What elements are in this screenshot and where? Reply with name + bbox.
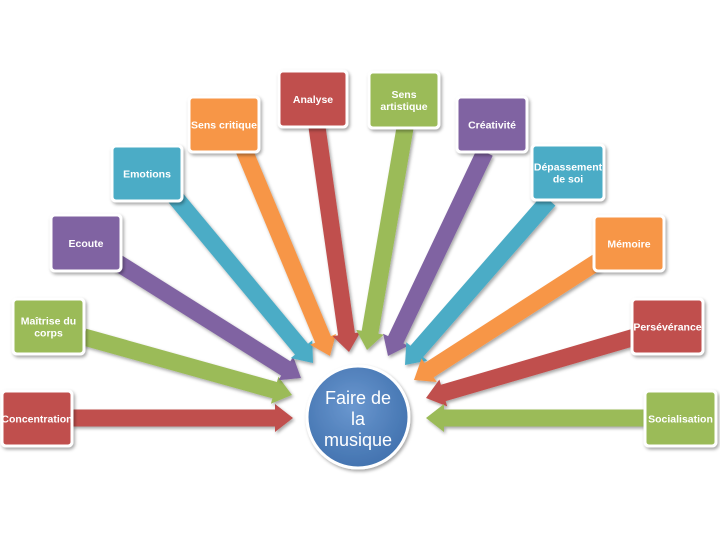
node-box-analyse — [277, 69, 349, 129]
node-box-creativite — [455, 95, 529, 154]
arrow-depassement-de-soi — [405, 194, 556, 365]
node-memoire: Mémoire — [592, 214, 666, 273]
node-label-perseverance-line-1: Persévérance — [633, 322, 701, 334]
node-analyse: Analyse — [277, 69, 349, 129]
node-box-socialisation — [643, 389, 718, 448]
arrow-creativite — [383, 148, 493, 356]
arrows-layer — [72, 125, 645, 432]
center-circle — [305, 364, 411, 470]
node-label-memoire-line-1: Mémoire — [607, 239, 650, 251]
arrow-analyse — [308, 125, 361, 352]
node-box-sens-critique — [187, 95, 261, 154]
arrow-maitrise-du-corps — [81, 328, 292, 404]
node-perseverance: Persévérance — [630, 297, 705, 356]
node-label-maitrise-du-corps-line-2: corps — [34, 328, 63, 340]
node-box-emotions — [110, 144, 184, 203]
center-label-line-1: Faire de — [325, 388, 391, 408]
arrow-sens-artistique — [356, 126, 414, 350]
node-label-socialisation-line-1: Socialisation — [648, 414, 713, 426]
center-label-line-2: la — [351, 409, 366, 429]
arrow-ecoute — [113, 255, 301, 381]
node-label-emotions-line-1: Emotions — [123, 169, 171, 181]
node-label-sens-artistique-line-1: Sens — [391, 89, 416, 101]
arrow-socialisation — [426, 404, 645, 432]
node-box-perseverance — [630, 297, 705, 356]
node-label-creativite-line-1: Créativité — [468, 120, 516, 132]
center-node: Faire de la musique — [305, 364, 411, 470]
node-creativite: Créativité — [455, 95, 529, 154]
arrow-sens-critique — [236, 146, 336, 356]
arrow-memoire — [414, 254, 602, 382]
node-box-depassement-de-soi — [530, 143, 606, 202]
node-label-depassement-de-soi-line-2: de soi — [553, 174, 583, 186]
node-label-depassement-de-soi-line-1: Dépassement — [534, 162, 603, 174]
node-label-sens-artistique-line-2: artistique — [380, 101, 427, 113]
arrow-concentration — [72, 404, 293, 432]
node-socialisation: Socialisation — [643, 389, 718, 448]
node-label-sens-critique-line-1: Sens critique — [191, 120, 257, 132]
node-ecoute: Ecoute — [49, 213, 123, 273]
arrow-emotions — [168, 191, 313, 363]
node-concentration: Concentration — [0, 389, 74, 448]
arrow-perseverance — [426, 328, 638, 407]
node-box-memoire — [592, 214, 666, 273]
node-box-ecoute — [49, 213, 123, 273]
node-label-ecoute-line-1: Ecoute — [68, 238, 103, 250]
node-box-concentration — [0, 389, 74, 448]
node-box-sens-artistique — [367, 70, 441, 130]
node-box-maitrise-du-corps — [11, 297, 86, 356]
node-emotions: Emotions — [110, 144, 184, 203]
node-label-analyse-line-1: Analyse — [293, 94, 333, 106]
node-sens-critique: Sens critique — [187, 95, 261, 154]
node-label-concentration-line-1: Concentration — [1, 414, 72, 426]
node-label-maitrise-du-corps-line-1: Maîtrise du — [21, 316, 76, 328]
center-label-line-3: musique — [324, 430, 392, 450]
